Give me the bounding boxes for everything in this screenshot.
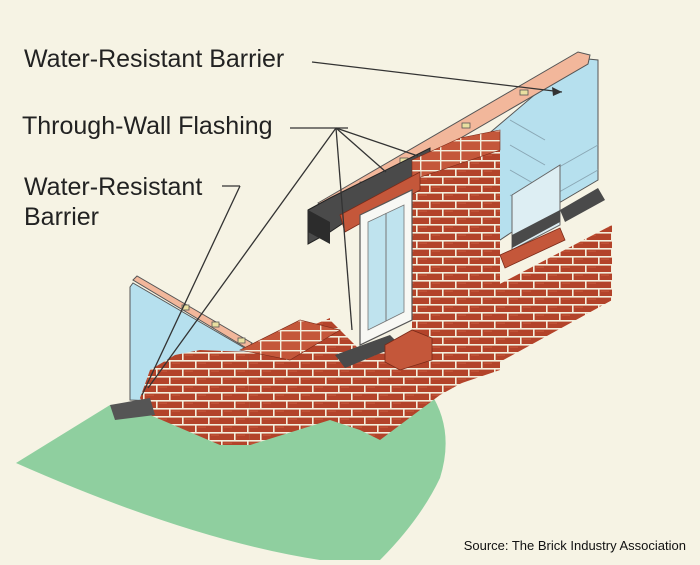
label-through-wall-flashing: Through-Wall Flashing: [22, 112, 273, 140]
leader-flash-to-right: [335, 127, 387, 173]
leader-flash-to-left: [147, 127, 337, 389]
flashing-left-base: [110, 398, 155, 420]
leader-left-barrier: [141, 185, 241, 396]
flashing-upper: [560, 188, 605, 222]
brick-wall-mid: [330, 320, 360, 430]
left-ties: [181, 304, 246, 344]
leader-flash-to-sill: [335, 127, 353, 331]
leader-flash-to-lintel: [335, 127, 419, 157]
flashing-window-sill: [335, 335, 400, 368]
left-wall-top: [239, 319, 341, 361]
leader-top-barrier: [311, 61, 563, 93]
leader-lines: [141, 61, 563, 396]
right-sill-brick: [499, 227, 566, 269]
label-water-resistant-barrier-top: Water-Resistant Barrier: [24, 45, 285, 73]
ground: [16, 392, 446, 560]
arrow-top-barrier: [552, 87, 562, 96]
brick-wall-left: [140, 350, 250, 445]
label-water-resistant-barrier-left-line1: Water-Resistant: [24, 173, 203, 201]
flashing-right: [512, 210, 560, 248]
label-water-resistant-barrier-left-line2: Barrier: [24, 203, 100, 231]
source-credit: Source: The Brick Industry Association: [463, 538, 686, 553]
lintel-end: [308, 210, 330, 244]
brick-wall-lower-right: [360, 245, 612, 440]
window-sill-bricks: [384, 329, 433, 371]
left-sheathing-strip: [132, 275, 253, 350]
